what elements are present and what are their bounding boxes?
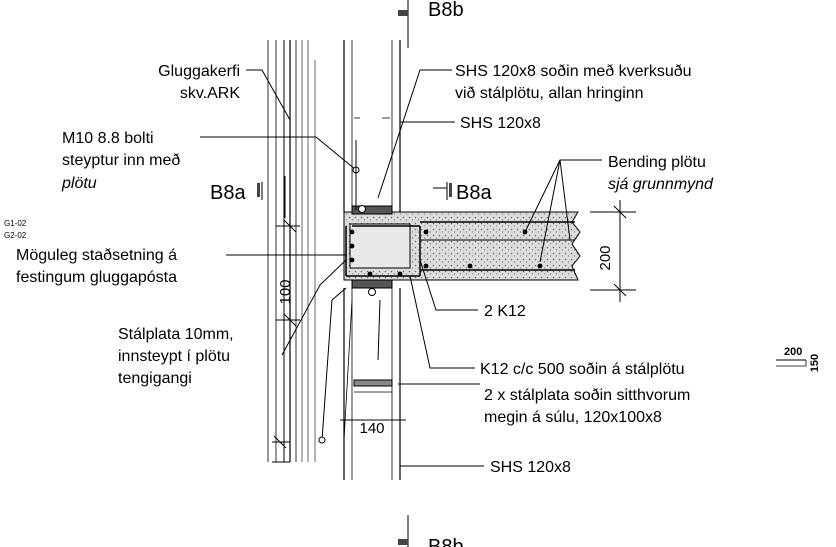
section-mark-left-label: B8a [210, 182, 246, 204]
svg-text:tengigangi: tengigangi [118, 370, 192, 387]
svg-text:steyptur inn með: steyptur inn með [62, 152, 180, 169]
label-stalplata: Stálplata 10mm, innsteypt í plötu tengig… [118, 326, 234, 387]
svg-text:SHS 120x8 soðin með kverksuðu: SHS 120x8 soðin með kverksuðu [455, 63, 692, 80]
section-mark-right: B8a [433, 182, 492, 204]
label-shs-top: SHS 120x8 [460, 115, 541, 132]
leader-lines [200, 69, 602, 467]
dimension-plate-offset [276, 212, 300, 340]
sheet-references: G1-02 G2-02 [4, 219, 27, 240]
label-shs-bottom: SHS 120x8 [490, 459, 571, 476]
svg-text:Bending plötu: Bending plötu [608, 154, 706, 171]
label-k12-cc: K12 c/c 500 soðin á stálplötu [480, 361, 685, 378]
svg-text:Gluggakerfi: Gluggakerfi [158, 63, 240, 80]
label-two-k12: 2 K12 [484, 303, 526, 320]
label-two-plates: 2 x stálplata soðin sitthvorum megin á s… [484, 387, 690, 426]
dim-slab-depth: 200 [597, 245, 614, 270]
svg-text:festingum gluggapósta: festingum gluggapósta [16, 269, 177, 286]
label-bending: Bending plötu sjá grunnmynd [608, 154, 714, 193]
dim-column-width: 140 [359, 420, 384, 437]
weld-plates [351, 205, 393, 296]
window-frame [267, 40, 316, 462]
plate-size-symbol: 200 150 [776, 346, 821, 372]
section-mark-right-label: B8a [456, 182, 492, 204]
label-gluggakerfi: Gluggakerfi skv.ARK [158, 63, 240, 102]
section-mark-bottom: B8b [398, 515, 464, 547]
label-moguleg: Möguleg staðsetning á festingum gluggapó… [16, 247, 177, 286]
section-mark-left: B8a [210, 176, 286, 218]
section-mark-top-label: B8b [428, 0, 464, 21]
dimension-slab [590, 200, 636, 302]
sheet-ref-1: G1-02 [4, 219, 27, 228]
svg-text:200: 200 [784, 346, 802, 358]
svg-text:plötu: plötu [61, 175, 97, 192]
concrete-slab [343, 211, 581, 281]
svg-text:skv.ARK: skv.ARK [180, 85, 240, 102]
label-m10-bolt: M10 8.8 bolti steyptur inn með plötu [61, 130, 180, 192]
svg-text:M10 8.8 bolti: M10 8.8 bolti [62, 130, 154, 147]
dimension-bottom-ticks [272, 435, 290, 463]
svg-text:við stálplötu, allan hringinn: við stálplötu, allan hringinn [455, 85, 644, 102]
dimension-column-width [340, 410, 406, 426]
svg-text:150: 150 [809, 354, 821, 372]
section-mark-bottom-label: B8b [428, 536, 464, 547]
column-upper [343, 40, 401, 212]
label-shs-welded: SHS 120x8 soðin með kverksuðu við stálpl… [455, 63, 692, 102]
svg-text:2 x stálplata soðin sitthvorum: 2 x stálplata soðin sitthvorum [484, 387, 690, 404]
sheet-ref-2: G2-02 [4, 231, 27, 240]
svg-text:Möguleg staðsetning á: Möguleg staðsetning á [16, 247, 177, 264]
svg-text:sjá grunnmynd: sjá grunnmynd [608, 176, 714, 193]
rebar-dots [349, 229, 543, 277]
column-lower [343, 288, 401, 480]
dim-plate-offset: 100 [277, 279, 294, 304]
svg-text:innsteypt í plötu: innsteypt í plötu [118, 348, 230, 365]
svg-text:Stálplata 10mm,: Stálplata 10mm, [118, 326, 234, 343]
svg-text:megin á súlu, 120x100x8: megin á súlu, 120x100x8 [484, 409, 662, 426]
section-mark-top: B8b [398, 0, 464, 48]
